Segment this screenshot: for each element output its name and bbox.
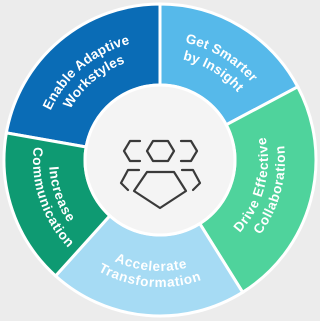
team-people-icon <box>119 139 202 210</box>
wheel-segments <box>2 2 318 318</box>
center-hub <box>83 83 237 237</box>
